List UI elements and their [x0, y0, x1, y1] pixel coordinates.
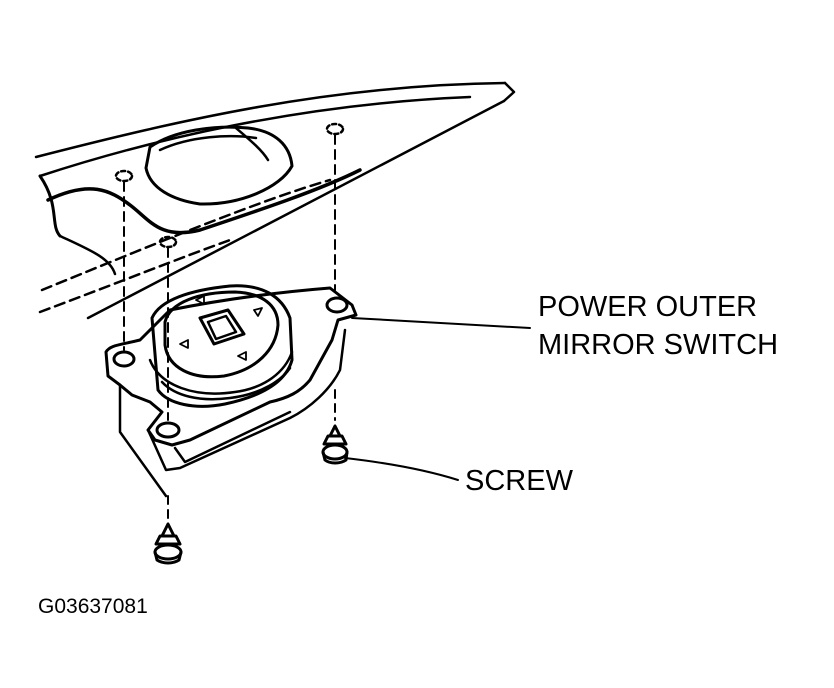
label-power-outer: POWER OUTER: [538, 291, 758, 323]
switch-knob: [198, 308, 246, 346]
panel-screw-holes: [114, 122, 345, 249]
alignment-lines: [123, 134, 336, 421]
arrow-up-icon: [195, 295, 205, 305]
arrow-right-icon: [253, 307, 263, 317]
leader-lines: [344, 317, 531, 481]
figure-code: G03637081: [38, 595, 148, 618]
arrow-down-icon: [237, 351, 247, 361]
door-trim-panel: [34, 81, 516, 320]
mirror-switch-housing: [148, 284, 294, 408]
switch-bracket: [104, 286, 358, 498]
label-screw: SCREW: [465, 465, 573, 497]
arrow-left-icon: [179, 339, 189, 349]
screw-left: [153, 495, 183, 565]
label-mirror-switch: MIRROR SWITCH: [538, 329, 779, 361]
screw-right: [321, 389, 349, 465]
direction-arrows: [179, 295, 263, 361]
